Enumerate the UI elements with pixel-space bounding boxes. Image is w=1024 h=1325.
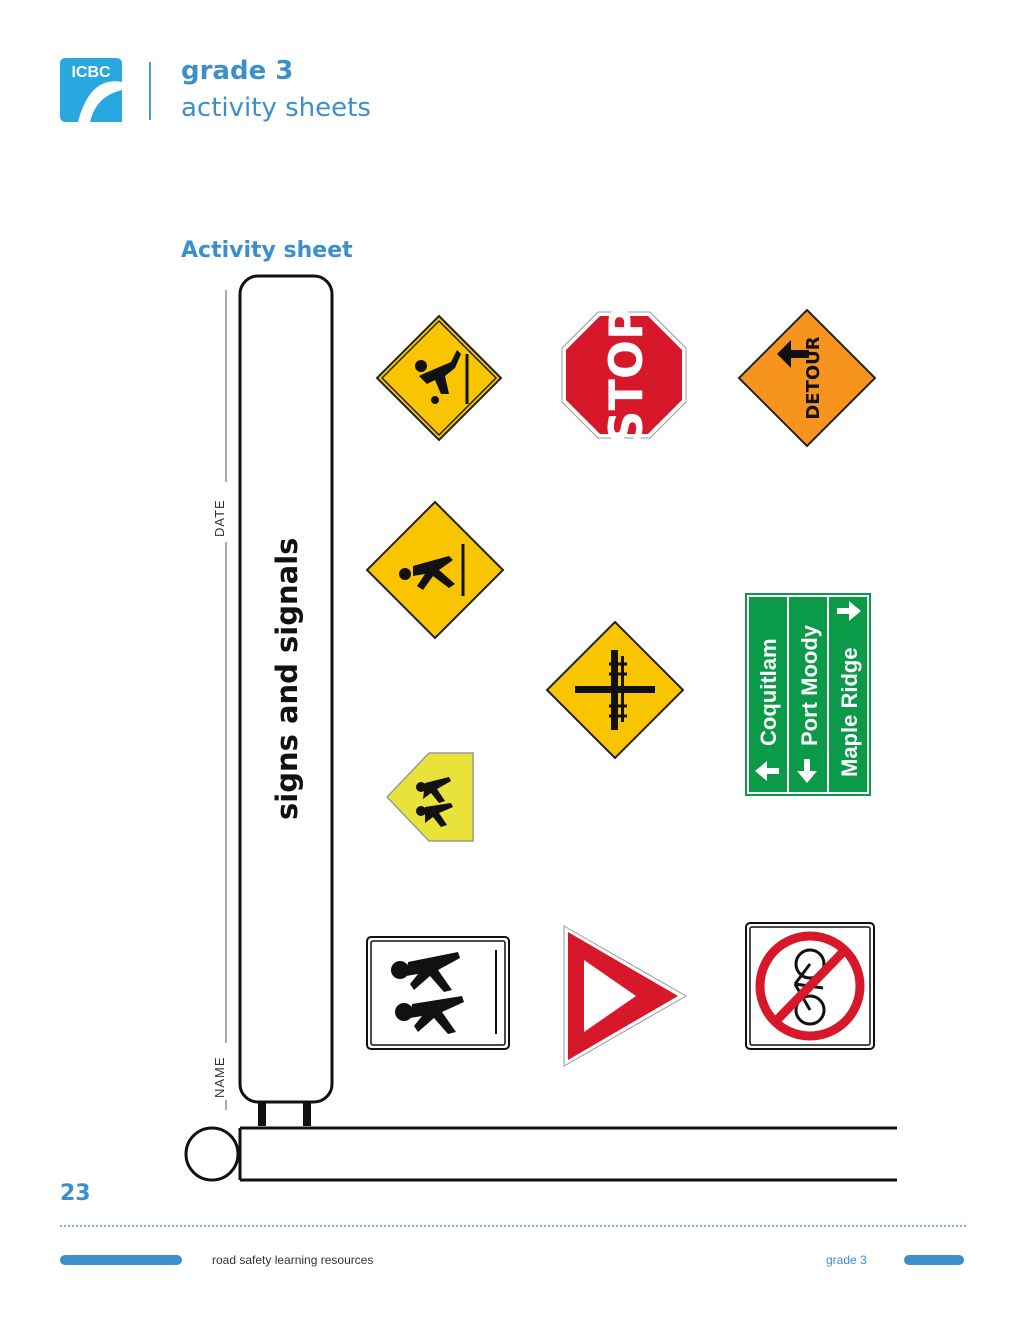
page-number: 23 [60,1181,91,1206]
school-zone-sign [385,752,474,842]
yield-sign [563,925,688,1067]
railway-crossing-sign [545,620,685,760]
guide-sign: Coquitlam Port Moody Maple Ridge [745,593,871,796]
header-grade: grade 3 [181,56,294,86]
logo-text: ICBC [71,64,111,81]
pedestrian-crossing-sign [365,500,505,640]
name-label: NAME [212,1056,227,1098]
header-divider [149,62,151,120]
guide-dest-maple-ridge: Maple Ridge [837,647,862,777]
section-title: Activity sheet [181,238,353,263]
arrow-left-icon [755,761,779,781]
stop-text: STOP [599,310,653,440]
stop-sign: STOP [561,310,687,440]
playground-sign [375,314,503,442]
icbc-logo: ICBC [60,58,122,122]
guide-dest-port-moody: Port Moody [797,624,822,746]
footer-bar-right [904,1255,964,1265]
date-label: DATE [212,499,227,537]
worksheet-title: signs and signals [270,537,304,820]
school-crosswalk-sign [366,936,510,1050]
no-bicycles-sign [745,922,875,1050]
detour-text: DETOUR [803,336,824,419]
footer-bar-left [60,1255,182,1265]
arrow-down-icon [797,759,817,783]
footer-right-text: grade 3 [826,1253,867,1267]
header-subtitle: activity sheets [181,93,371,123]
footer-left-text: road safety learning resources [212,1253,374,1267]
detour-sign: DETOUR [737,308,877,448]
footer-dotted-rule [60,1225,966,1227]
guide-dest-coquitlam: Coquitlam [756,638,781,746]
arrow-right-icon [837,601,861,621]
